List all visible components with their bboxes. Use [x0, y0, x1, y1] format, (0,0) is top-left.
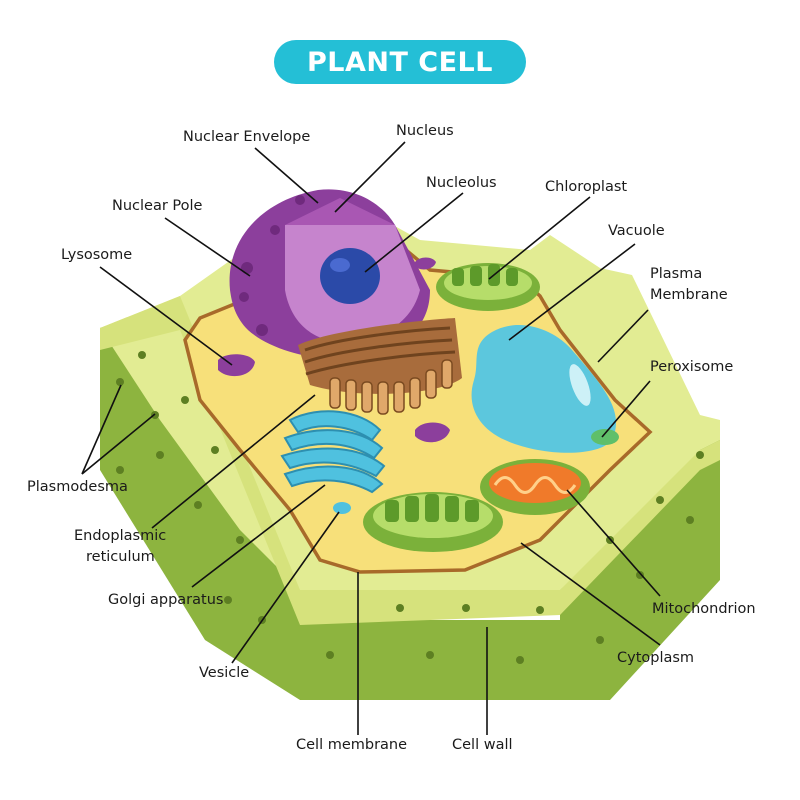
title-badge: PLANT CELL — [274, 40, 526, 84]
line-plasma-membrane — [597, 309, 649, 363]
vacuole — [471, 325, 617, 453]
label-er-1: Endoplasmic — [74, 528, 167, 544]
line-peroxisome — [601, 380, 651, 438]
lysosome-lower — [415, 422, 450, 443]
line-nucleus — [334, 141, 406, 213]
diagram-title: PLANT CELL — [307, 46, 493, 78]
nucleolus — [320, 248, 380, 304]
line-plasmodesma-1 — [81, 384, 122, 475]
line-plasmodesma-2 — [81, 413, 156, 475]
label-lysosome: Lysosome — [61, 247, 133, 263]
label-mitochondrion: Mitochondrion — [652, 601, 756, 617]
line-nuclear-pole — [164, 217, 251, 277]
label-nucleus: Nucleus — [396, 123, 454, 139]
lysosome — [218, 354, 255, 377]
line-mitochondrion — [566, 489, 661, 597]
line-nuclear-envelope — [254, 147, 319, 204]
mitochondrion — [480, 459, 590, 515]
label-vacuole: Vacuole — [608, 223, 665, 239]
line-chloroplast — [488, 196, 591, 280]
label-cell-wall: Cell wall — [452, 737, 513, 753]
line-vesicle — [231, 511, 340, 664]
line-lysosome — [99, 266, 233, 366]
label-cytoplasm: Cytoplasm — [617, 650, 695, 666]
lysosome-small — [415, 257, 436, 270]
label-plasma: Plasma — [650, 266, 703, 282]
label-peroxisome: Peroxisome — [650, 359, 734, 375]
label-nuclear-envelope: Nuclear Envelope — [183, 129, 311, 145]
label-plasmodesma: Plasmodesma — [27, 479, 128, 495]
golgi-apparatus — [280, 410, 386, 494]
peroxisome — [591, 429, 619, 445]
line-cytoplasm — [520, 542, 661, 646]
line-nucleolus — [364, 192, 464, 273]
label-cell-membrane: Cell membrane — [296, 737, 408, 753]
line-er — [151, 394, 316, 529]
label-golgi: Golgi apparatus — [108, 592, 224, 608]
label-nucleolus: Nucleolus — [426, 175, 497, 191]
label-vesicle: Vesicle — [199, 665, 250, 681]
vesicle — [333, 502, 351, 514]
label-chloroplast: Chloroplast — [545, 179, 628, 195]
label-nuclear-pole: Nuclear Pole — [112, 198, 203, 214]
line-vacuole — [508, 243, 636, 341]
label-er-2: reticulum — [86, 549, 155, 565]
chloroplast-bottom — [363, 492, 503, 552]
endoplasmic-reticulum — [298, 318, 462, 415]
chloroplast-top — [436, 263, 540, 311]
label-membrane: Membrane — [650, 287, 728, 303]
leader-lines — [81, 141, 661, 735]
line-golgi — [191, 484, 326, 588]
